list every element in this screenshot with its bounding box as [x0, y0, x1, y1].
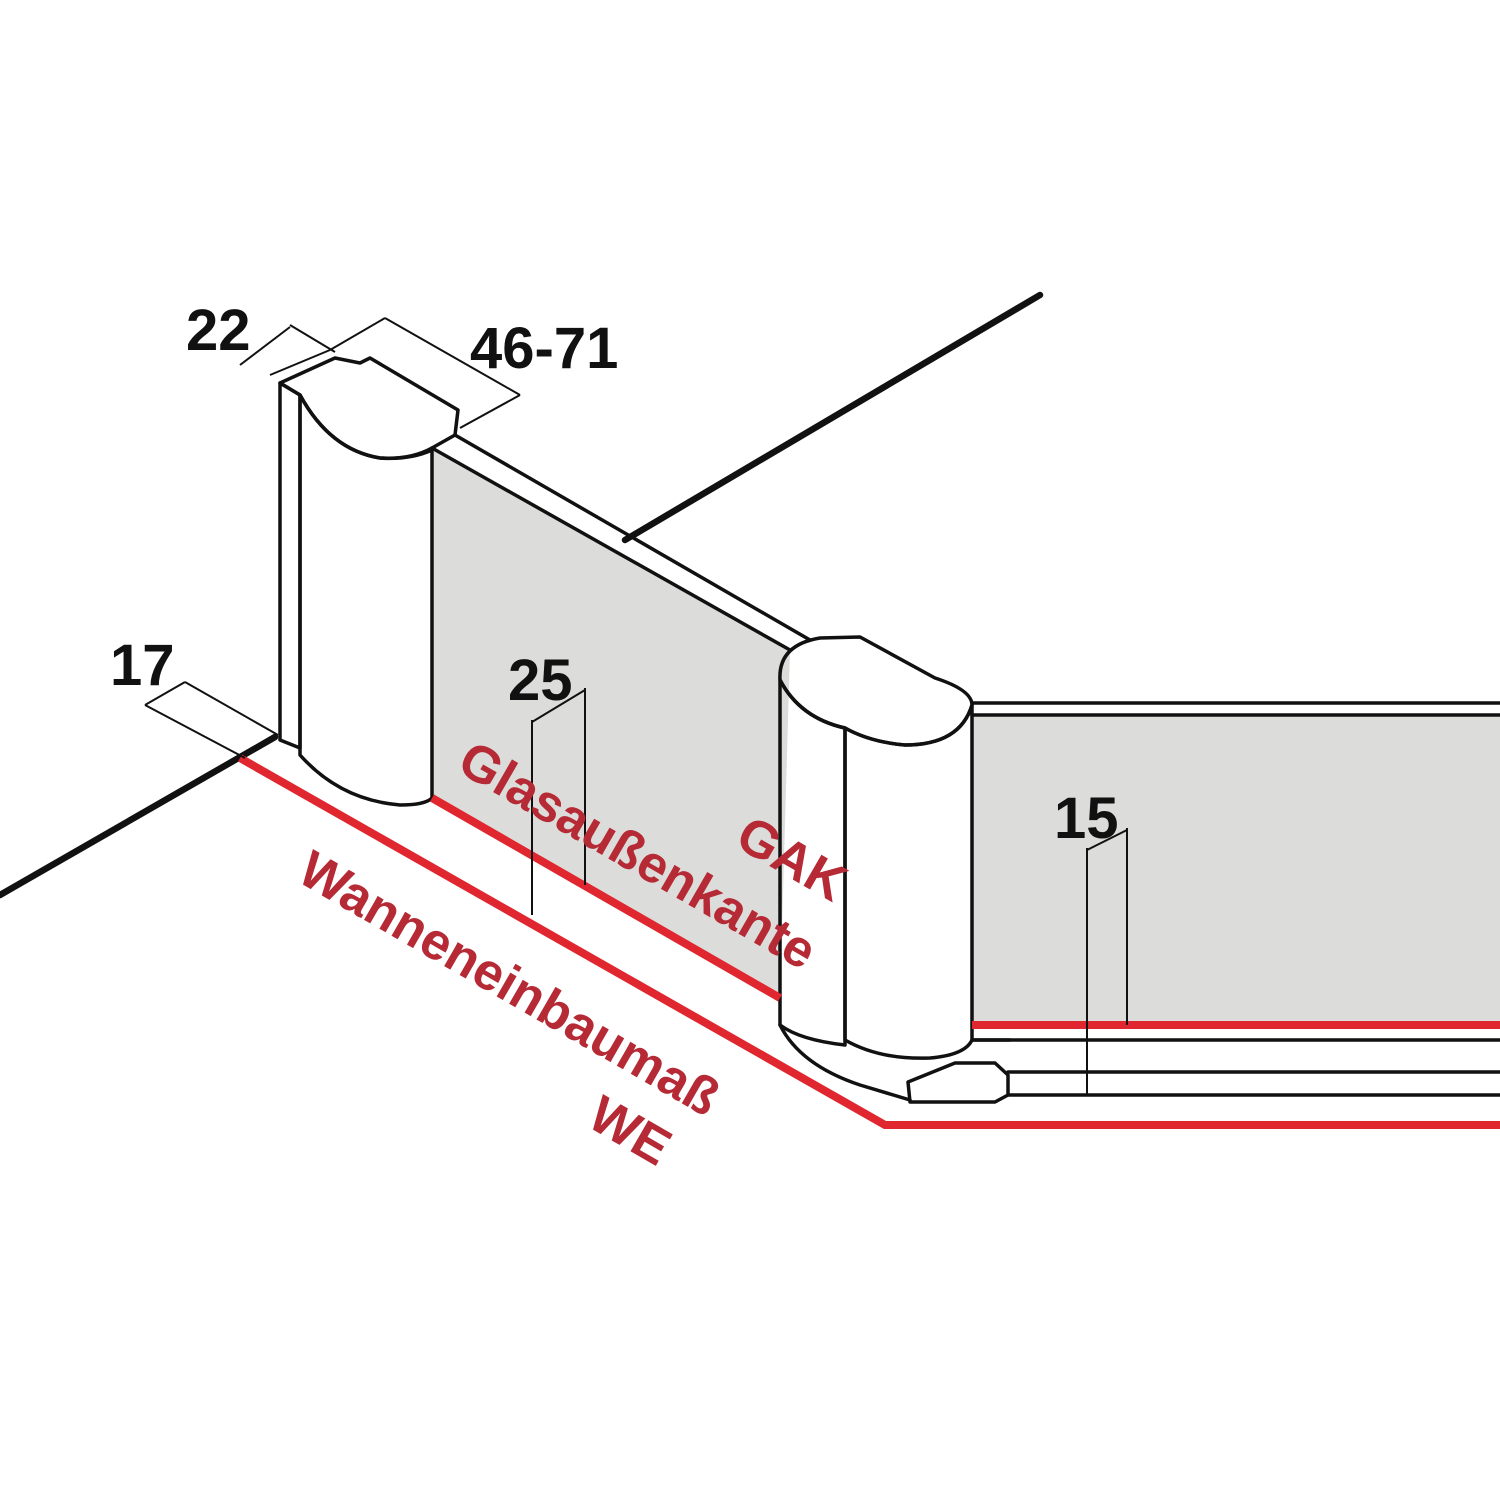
glass-panel-left	[432, 448, 790, 998]
dimension-25-leaders	[531, 688, 586, 915]
dimension-label-22: 22	[186, 298, 251, 363]
dimension-label-15: 15	[1054, 786, 1119, 851]
tub-installation-line	[238, 754, 1500, 1129]
dimension-label-25: 25	[508, 648, 573, 713]
dimension-22-leaders	[239, 324, 336, 376]
bottom-clip	[906, 1061, 1010, 1104]
dimension-label-46-71: 46-71	[470, 316, 618, 381]
dimension-15-leaders	[1086, 828, 1128, 1095]
glass-panel-left-top-edge-inner	[430, 446, 792, 652]
dimension-17-leaders	[144, 681, 279, 759]
glass-panel-left-top-edge	[453, 433, 812, 642]
glass-panel-right	[972, 715, 1500, 1025]
dimension-46-71-leaders	[329, 317, 521, 429]
glass-outer-edge-line	[430, 794, 782, 1002]
dimension-label-17: 17	[110, 633, 175, 698]
wall-profile-left	[278, 356, 460, 807]
left-wall-line	[0, 733, 279, 899]
back-wall-line	[621, 291, 1044, 544]
